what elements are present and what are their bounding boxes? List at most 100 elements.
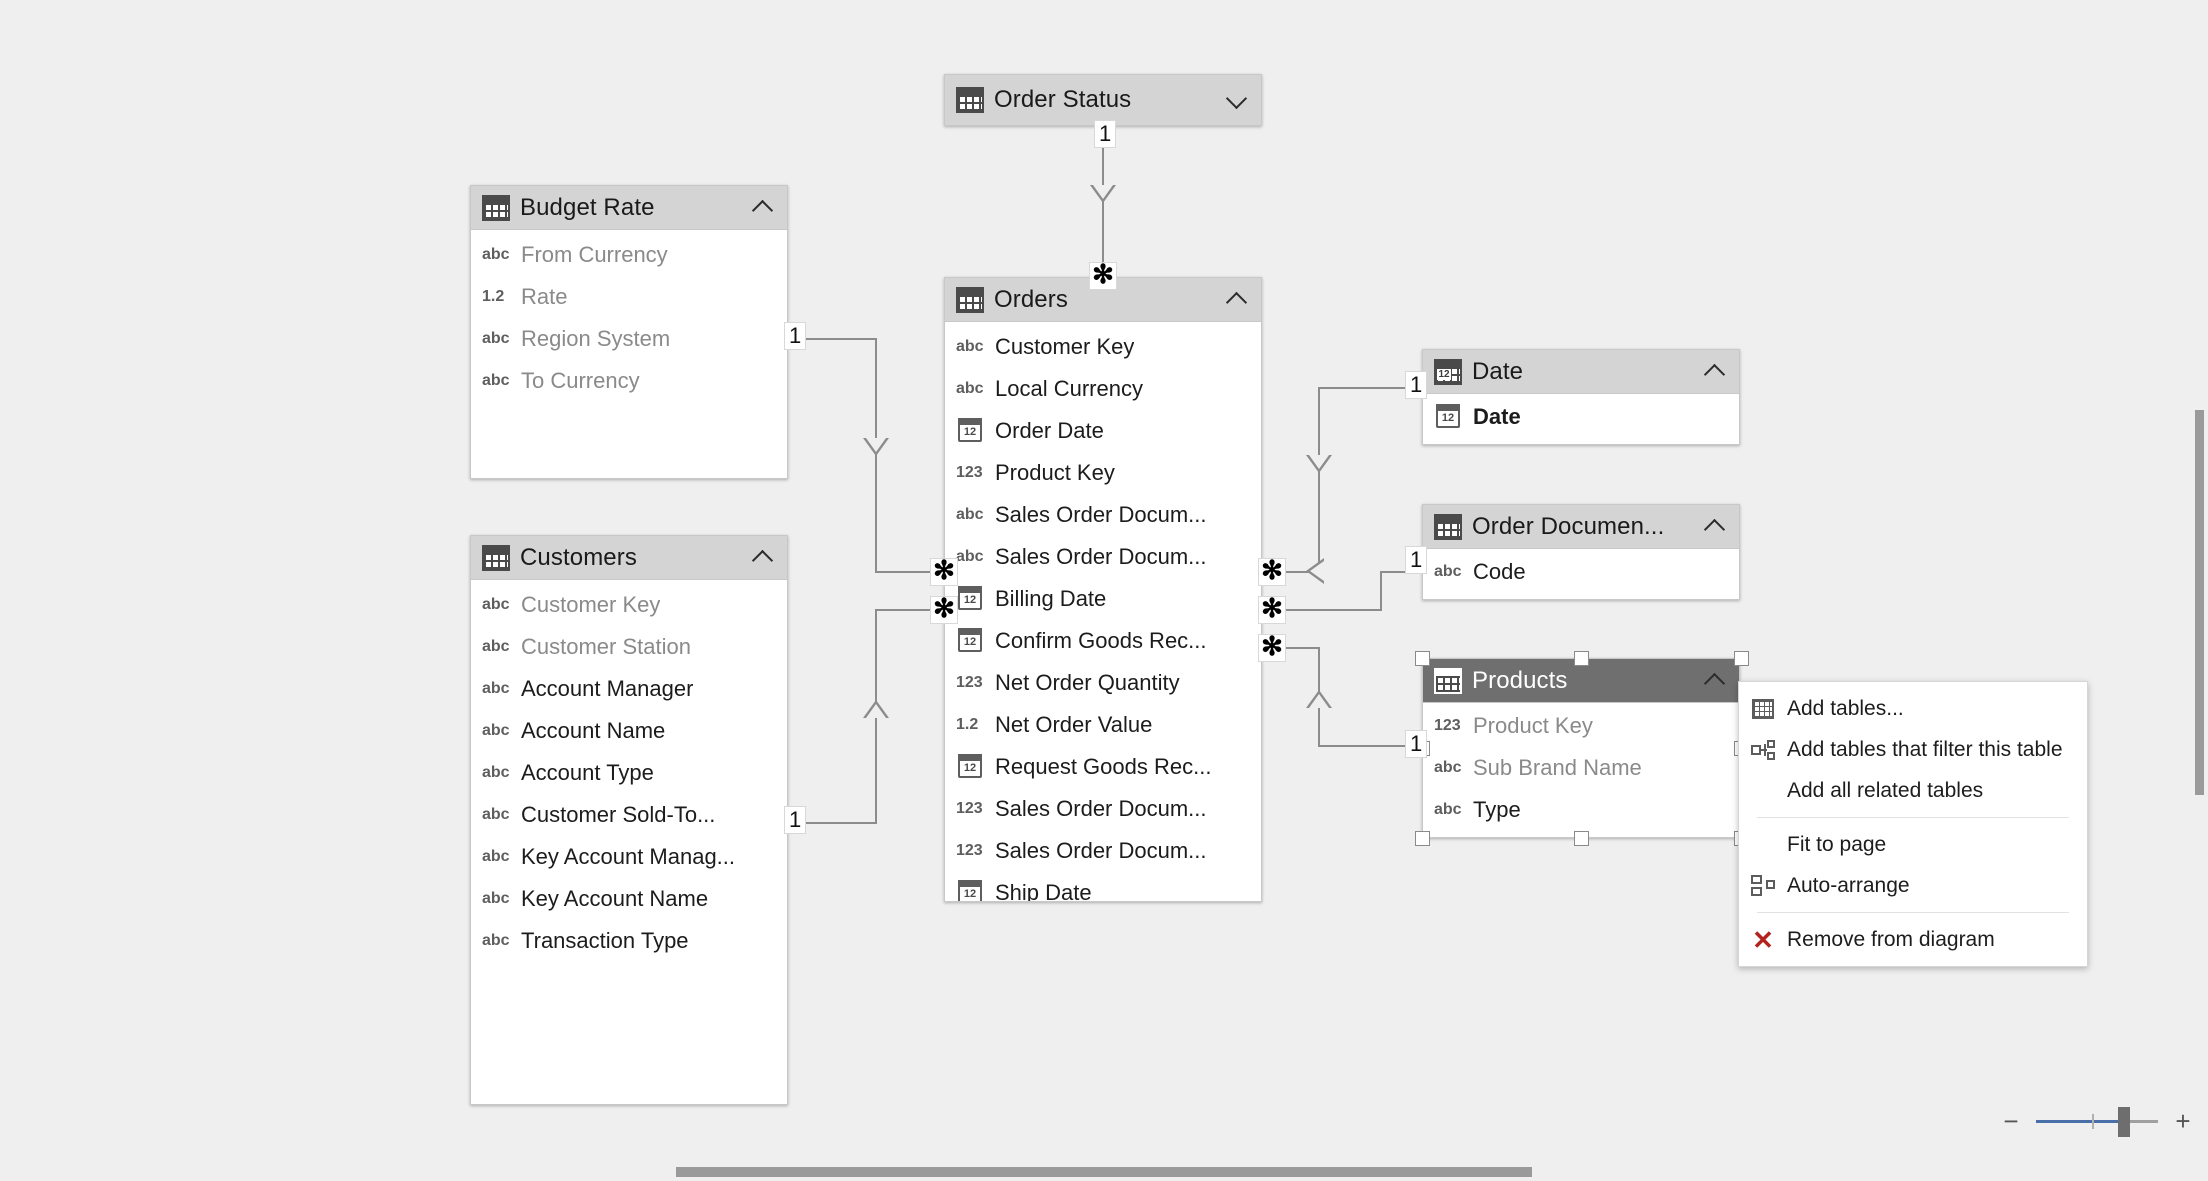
table-title: Budget Rate (520, 193, 655, 221)
date-table-icon: 12 (1434, 358, 1462, 385)
table-header[interactable]: Customers (471, 536, 787, 580)
relationship-line-customers-a (797, 822, 877, 824)
field-label: Account Type (521, 760, 654, 785)
auto-arrange-icon (1739, 874, 1787, 897)
resize-handle-top-left[interactable] (1415, 651, 1430, 666)
table-card-order-status[interactable]: Order Status (944, 74, 1262, 126)
field-label: To Currency (521, 368, 640, 393)
menu-item-auto-arrange[interactable]: Auto-arrange (1739, 865, 2087, 906)
zoom-in-button[interactable]: + (2175, 1106, 2191, 1136)
menu-item-add-all-related-tables[interactable]: Add all related tables (1739, 770, 2087, 811)
type-number-icon: 123 (956, 842, 983, 859)
resize-handle-bottom-left[interactable] (1415, 831, 1430, 846)
relationship-arrow-left (1306, 558, 1324, 584)
table-icon (956, 87, 984, 113)
table-header[interactable]: Order Documen... (1423, 505, 1739, 549)
field-label: Account Name (521, 718, 666, 743)
zoom-slider[interactable]: − + (1998, 1106, 2196, 1137)
chevron-up-icon[interactable] (1703, 359, 1729, 385)
resize-handle-top-right[interactable] (1734, 651, 1749, 666)
relationship-line-budgetrate-a (797, 338, 877, 340)
menu-item-add-tables-that-filter[interactable]: Add tables that filter this table (1739, 729, 2087, 770)
menu-item-label: Fit to page (1787, 832, 1887, 856)
menu-item-add-tables[interactable]: Add tables... (1739, 688, 2087, 729)
resize-handle-bottom-center[interactable] (1574, 831, 1589, 846)
menu-item-remove-from-diagram[interactable]: ✕ Remove from diagram (1739, 919, 2087, 960)
relationship-line-date-c (1262, 571, 1320, 573)
chevron-up-icon[interactable] (1703, 668, 1729, 694)
zoom-slider-thumb[interactable] (2118, 1106, 2130, 1137)
cardinality-many-orders-top: ✻ (1089, 261, 1117, 290)
vertical-scrollbar[interactable] (2195, 410, 2204, 795)
type-abc-icon: abc (956, 506, 984, 523)
chevron-up-icon[interactable] (1225, 287, 1251, 313)
zoom-out-button[interactable]: − (2003, 1106, 2019, 1136)
type-abc-icon: abc (956, 338, 984, 355)
type-date-icon: 12 (956, 880, 986, 901)
chevron-up-icon[interactable] (751, 195, 777, 221)
chevron-up-icon[interactable] (1703, 514, 1729, 540)
table-header[interactable]: Products (1423, 659, 1739, 703)
menu-item-label: Remove from diagram (1787, 927, 1995, 951)
resize-handle-top-center[interactable] (1574, 651, 1589, 666)
menu-item-fit-to-page[interactable]: Fit to page (1739, 824, 2087, 865)
relationship-line-date-a (1318, 387, 1418, 389)
relationship-arrow-down (1090, 185, 1116, 203)
zoom-slider-track[interactable] (2036, 1106, 2158, 1137)
field-label: Net Order Value (995, 712, 1153, 737)
table-header[interactable]: Budget Rate (471, 186, 787, 230)
chevron-down-icon[interactable] (1225, 87, 1251, 113)
type-abc-icon: abc (482, 246, 510, 263)
horizontal-scrollbar[interactable] (676, 1167, 1532, 1177)
table-header[interactable]: Order Status (945, 75, 1261, 125)
field-label: Account Manager (521, 676, 694, 701)
table-icon (482, 194, 510, 221)
table-header[interactable]: 12 Date (1423, 350, 1739, 394)
context-menu[interactable]: Add tables... Add tables that filter thi… (1738, 681, 2088, 967)
table-title: Orders (994, 285, 1068, 313)
chevron-up-icon[interactable] (751, 545, 777, 571)
type-abc-icon: abc (956, 380, 984, 397)
